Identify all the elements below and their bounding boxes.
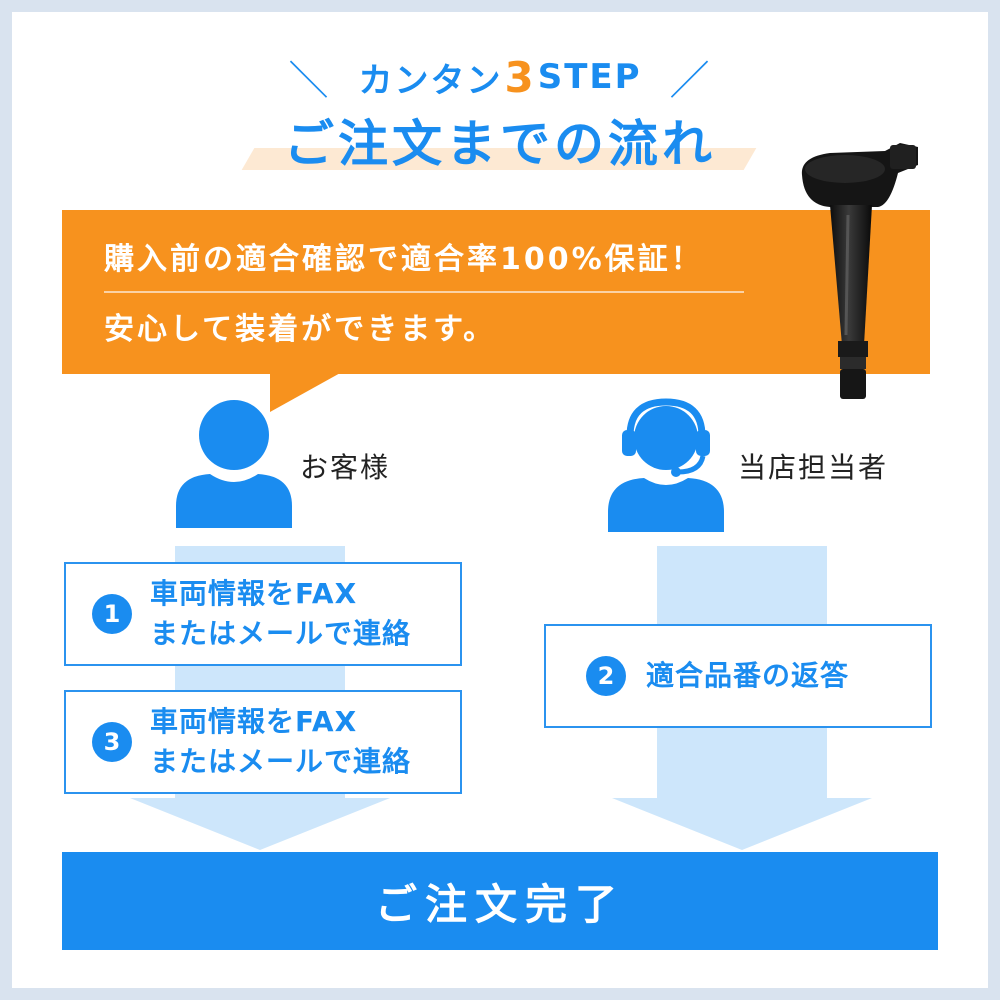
step-prefix: カンタン xyxy=(358,60,503,101)
staff-label: 当店担当者 xyxy=(738,451,889,484)
step-1-line-2: またはメールで連絡 xyxy=(150,617,412,650)
order-complete-bar: ご注文完了 xyxy=(62,852,938,950)
banner-divider xyxy=(104,291,744,293)
customer-label: お客様 xyxy=(300,451,391,484)
step-1-badge: 1 xyxy=(92,594,132,634)
guarantee-banner: 購入前の適合確認で適合率100%保証！ 安心して装着ができます。 xyxy=(62,210,930,374)
step-2-badge: 2 xyxy=(586,656,626,696)
ignition-coil-image xyxy=(801,143,918,399)
page-title: ご注文までの流れ xyxy=(284,115,716,173)
headset-operator-icon xyxy=(608,398,724,532)
step-suffix: STEP xyxy=(537,57,642,97)
step-2-box: 2 適合品番の返答 xyxy=(544,624,932,728)
step-3-box: 3 車両情報をFAX またはメールで連絡 xyxy=(64,690,462,794)
order-complete-label: ご注文完了 xyxy=(374,879,625,929)
banner-line-1: 購入前の適合確認で適合率100%保証！ xyxy=(104,242,704,277)
step-heading: ＼ カンタン 3 STEP ／ xyxy=(0,52,1000,105)
step-3-line-1: 車両情報をFAX xyxy=(150,705,358,738)
step-1-line-1: 車両情報をFAX xyxy=(150,577,358,610)
speech-bubble-tail xyxy=(270,372,342,412)
step-number: 3 xyxy=(504,52,536,102)
banner-line-2: 安心して装着ができます。 xyxy=(104,312,497,347)
step-2-line-1: 適合品番の返答 xyxy=(646,659,850,692)
slash-right: ／ xyxy=(669,58,712,104)
step-3-badge: 3 xyxy=(92,722,132,762)
slash-left: ＼ xyxy=(288,58,331,104)
user-icon xyxy=(176,400,292,528)
step-3-line-2: またはメールで連絡 xyxy=(150,745,412,778)
step-1-box: 1 車両情報をFAX またはメールで連絡 xyxy=(64,562,462,666)
